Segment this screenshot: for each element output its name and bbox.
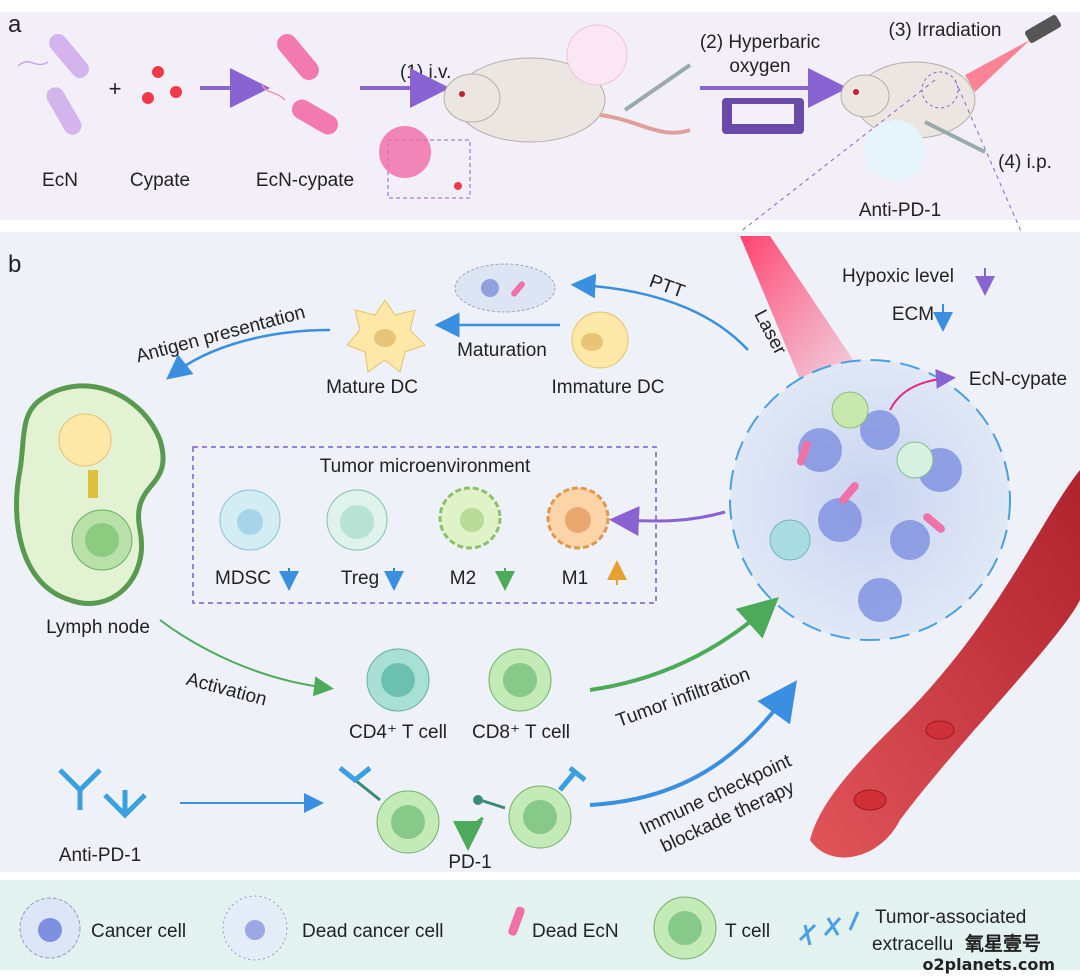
step2-label-line1: (2) Hyperbaric — [700, 32, 820, 53]
watermark-url: o2planets.com — [923, 955, 1056, 974]
t-cell-pd1-released-icon — [473, 766, 587, 849]
panel-a-letter: a — [8, 11, 22, 38]
icb-arrow — [589, 680, 797, 807]
mature-dc-label: Mature DC — [326, 377, 418, 398]
ecn-bacteria-icon — [17, 33, 89, 135]
inset-bacterium — [379, 126, 431, 178]
tme-box — [192, 446, 657, 604]
plus-sign: + — [109, 76, 122, 101]
ecn-cypate-label-b: EcN-cypate — [969, 369, 1067, 390]
blood-vessel — [810, 470, 1080, 858]
tumor-to-tme-arrow — [609, 506, 726, 536]
hyperbaric-chamber-icon — [722, 98, 804, 134]
legend-ecm-icon — [798, 911, 860, 946]
legend-dead-cancer-cell-icon — [222, 895, 288, 961]
legend-background — [0, 880, 1080, 970]
legend-t-cell: T cell — [725, 921, 770, 942]
syringe-icon — [623, 63, 692, 112]
immature-dc-icon — [571, 311, 629, 369]
ecn-label: EcN — [42, 170, 78, 191]
antigen-presentation-arrow — [166, 328, 331, 380]
ecm-label: ECM — [892, 304, 934, 325]
legend-ecm-line1: Tumor-associated — [875, 907, 1026, 928]
m2-macrophage-icon — [438, 486, 502, 550]
zoom-line-left — [739, 79, 936, 233]
mdsc-cell-icon — [219, 489, 281, 551]
laser-device-icon — [1025, 15, 1061, 43]
tumor-infiltration-arrow — [589, 596, 779, 692]
maturation-label: Maturation — [457, 340, 547, 361]
legend-cancer-cell-icon — [19, 897, 81, 959]
tme-cell-label-mdsc: MDSC — [215, 568, 271, 589]
watermark-cn: 氧星壹号 — [965, 932, 1041, 955]
bacteria-inset-circle — [566, 24, 628, 86]
tumor-mass — [729, 359, 1011, 641]
legend-dead-ecn: Dead EcN — [532, 921, 619, 942]
m1-macrophage-icon — [546, 486, 610, 550]
lymph-node-label: Lymph node — [46, 617, 150, 638]
cd8-label: CD8⁺ T cell — [472, 722, 570, 743]
mouse-treated-icon — [840, 61, 976, 139]
lymph-node-icon — [14, 383, 166, 606]
cd8-t-cell-icon — [488, 648, 552, 712]
step3-label: (3) Irradiation — [889, 20, 1002, 41]
dead-cancer-cells-icon — [454, 263, 556, 313]
ecn-cypate-pointer — [889, 368, 956, 411]
legend-dead-ecn-icon — [508, 906, 525, 936]
pd1-release-arrow — [453, 816, 484, 851]
inset-cypate — [454, 182, 462, 190]
cypate-label: Cypate — [130, 170, 190, 191]
laser-cone — [740, 236, 860, 380]
step4-label: (4) i.p. — [998, 152, 1052, 173]
step1-label: (1) i.v. — [400, 62, 451, 83]
mature-dc-icon — [346, 299, 426, 373]
ecn-cypate-icon — [261, 33, 338, 135]
pd1-label: PD-1 — [448, 852, 491, 873]
anti-pd1-label-b: Anti-PD-1 — [59, 845, 141, 866]
legend-dead-cancer-cell: Dead cancer cell — [302, 921, 444, 942]
tme-cell-label-m2: M2 — [450, 568, 476, 589]
legend-cancer-cell: Cancer cell — [91, 921, 186, 942]
cd4-t-cell-icon — [366, 648, 430, 712]
treg-cell-icon — [326, 489, 388, 551]
cd4-label: CD4⁺ T cell — [349, 722, 447, 743]
t-cell-with-antibody-icon — [338, 766, 440, 854]
step2-label-line2: oxygen — [729, 56, 790, 77]
ecn-cypate-label: EcN-cypate — [256, 170, 354, 191]
immature-dc-label: Immature DC — [552, 377, 665, 398]
red-blood-cell — [925, 720, 955, 740]
panel-b-letter: b — [8, 251, 21, 278]
red-blood-cell — [853, 789, 887, 811]
mouse-icon — [443, 57, 691, 143]
legend-t-cell-icon — [653, 896, 717, 960]
cypate-dots-icon — [142, 66, 182, 104]
syringe-ip-icon — [924, 120, 986, 154]
tme-title: Tumor microenvironment — [320, 456, 531, 477]
anti-pd1-label-a: Anti-PD-1 — [859, 200, 941, 221]
anti-pd1-antibody-icon — [58, 768, 147, 819]
anti-pd1-inset — [865, 120, 925, 180]
ptt-arrow — [570, 273, 749, 351]
legend-ecm-line2: extracellu — [872, 934, 953, 955]
laser-beam — [965, 40, 1030, 92]
tme-cell-label-treg: Treg — [341, 568, 379, 589]
hypoxic-label: Hypoxic level — [842, 266, 954, 287]
activation-arrow — [159, 619, 334, 697]
tme-cell-label-m1: M1 — [562, 568, 588, 589]
